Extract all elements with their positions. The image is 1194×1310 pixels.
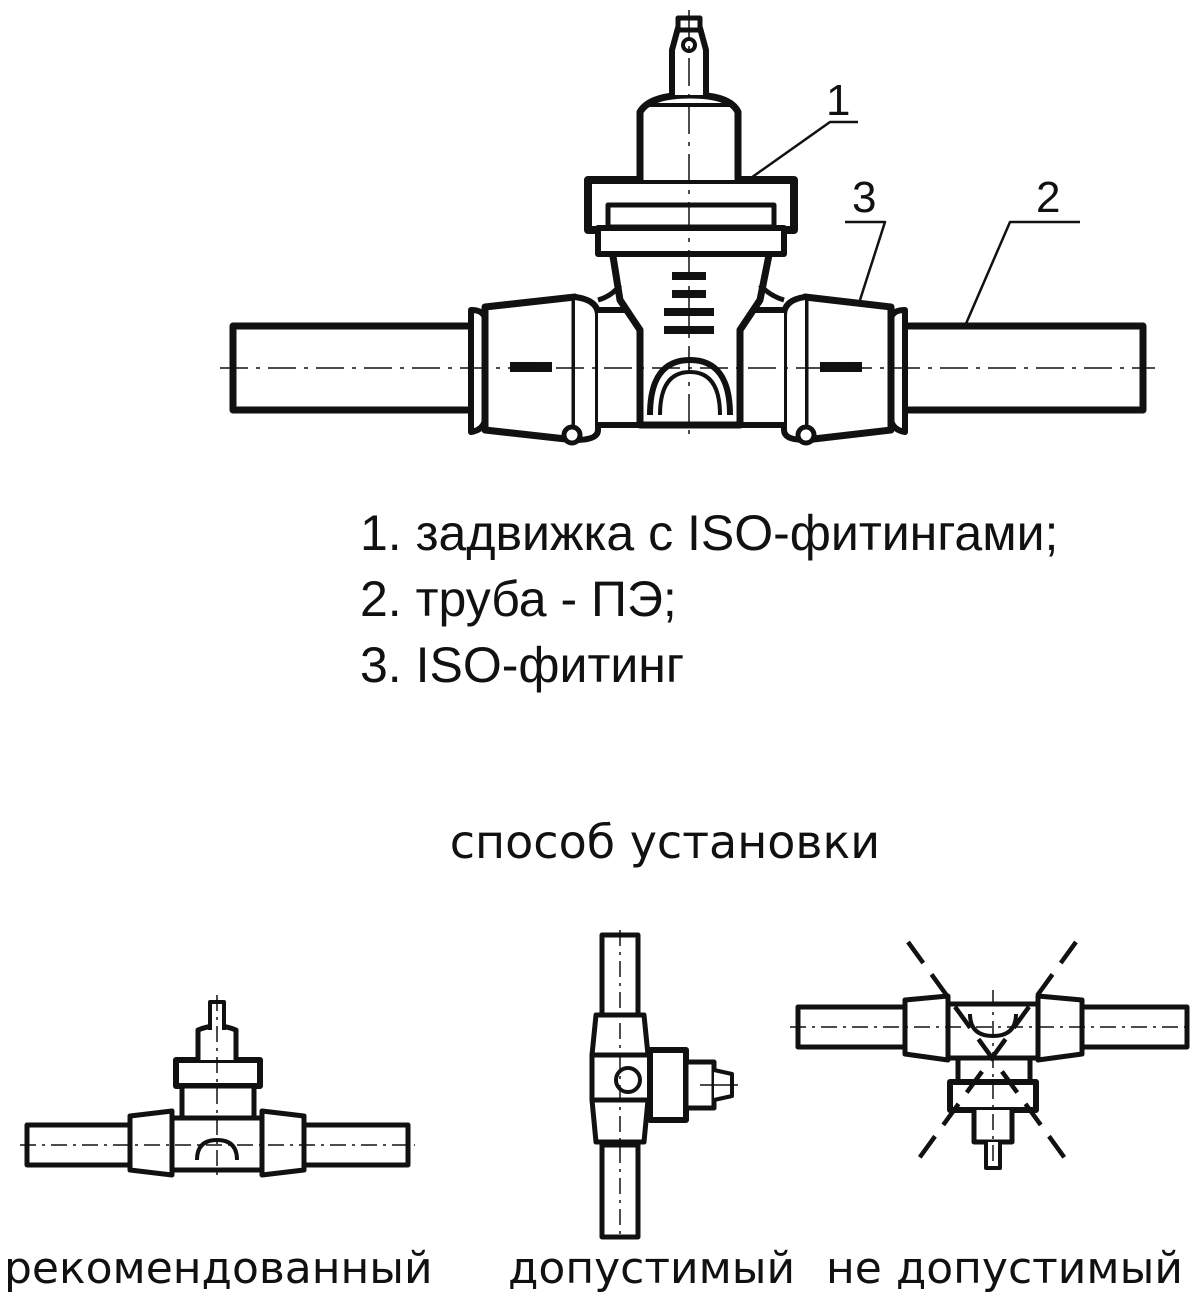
leader-lines bbox=[747, 120, 1080, 327]
callout-2: 2 bbox=[1036, 173, 1060, 222]
valve-bonnet bbox=[584, 91, 798, 257]
caption-not-allowed: не допустимый bbox=[826, 1243, 1183, 1294]
center-lines bbox=[220, 10, 1155, 440]
callout-1: 1 bbox=[826, 76, 850, 125]
install-not-allowed-drawing bbox=[790, 940, 1192, 1175]
callout-3: 3 bbox=[852, 173, 876, 222]
iso-fitting-left bbox=[468, 293, 643, 446]
prohibition-cross bbox=[906, 940, 1078, 1170]
install-method-title: способ установки bbox=[449, 815, 881, 869]
legend-item-2: 2. труба - ПЭ; bbox=[360, 571, 677, 627]
legend-item-3: 3. ISO-фитинг bbox=[360, 637, 685, 693]
legend: 1. задвижка с ISO-фитингами; 2. труба - … bbox=[360, 500, 1058, 698]
main-valve-drawing bbox=[220, 10, 1155, 446]
install-recommended-drawing bbox=[20, 995, 415, 1178]
valve-body bbox=[597, 246, 785, 429]
caption-allowed: допустимый bbox=[508, 1243, 796, 1294]
legend-item-1: 1. задвижка с ISO-фитингами; bbox=[360, 505, 1059, 561]
install-allowed-drawing bbox=[589, 930, 738, 1240]
caption-recommended: рекомендованный bbox=[4, 1243, 433, 1294]
